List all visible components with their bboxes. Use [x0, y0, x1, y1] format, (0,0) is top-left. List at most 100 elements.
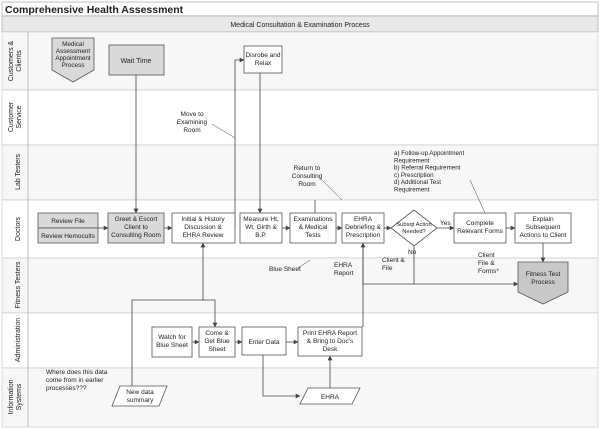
text-line: Consulting — [292, 173, 323, 180]
edge-label-move — [211, 123, 236, 139]
lane-label-customers: Customers &Clients — [8, 40, 23, 81]
text-line: Get Blue — [204, 338, 230, 345]
text-line: Print EHRA Report — [303, 330, 357, 337]
text-line: Return to — [294, 165, 321, 172]
text-line: Service — [16, 105, 23, 128]
text-line: Subsequent — [526, 224, 561, 231]
wait-time-box — [108, 44, 165, 76]
text-line: Requirement — [394, 187, 430, 194]
text-line: Requirement — [394, 157, 430, 164]
text-line: Tests — [305, 232, 321, 239]
text-line: come from in earlier — [46, 377, 104, 384]
lane-customers — [1, 31, 599, 91]
new-data-summary-shape — [111, 385, 168, 407]
text-line: b) Referral Requirement — [394, 165, 461, 172]
explain-actions-box — [514, 212, 572, 244]
lane-label-administration: Administration — [15, 318, 22, 362]
ehra-debriefing-box — [341, 212, 385, 244]
text-line: File & — [478, 260, 495, 267]
text-line: Lab Testers — [15, 153, 22, 190]
edge-summary-to-initial — [131, 242, 206, 386]
text-line: EHRA — [334, 262, 353, 269]
print-ehra-box — [297, 326, 363, 357]
text-line: Needed? — [402, 229, 426, 235]
text-line: Fitness Testers — [15, 261, 22, 308]
text-line: Clients — [16, 50, 23, 72]
text-line: Review File — [51, 218, 85, 225]
text-line: EHRA Review — [183, 232, 224, 239]
text-line: No — [408, 249, 417, 256]
ehra-data-shape — [299, 387, 361, 405]
text-line: Come & — [205, 330, 229, 337]
text-line: Debriefing & — [345, 224, 381, 231]
ehra-data-label: EHRA — [321, 394, 340, 401]
text-line: Greet & Escort — [115, 216, 158, 223]
text-line: Yes — [440, 220, 451, 227]
text-line: Appointment — [55, 55, 91, 62]
text-line: Consulting Room — [111, 232, 161, 239]
text-line: Where does this data — [46, 369, 108, 376]
examinations-box — [289, 212, 337, 244]
text-line: Wait Time — [121, 58, 152, 65]
lane-lab-testers — [1, 144, 599, 201]
text-line: & Medical — [299, 224, 328, 231]
text-line: Examinations — [293, 216, 333, 223]
lane-label-lab-testers: Lab Testers — [15, 153, 22, 190]
review-hemocults-box — [37, 227, 99, 244]
text-line: Fitness Test — [526, 271, 561, 278]
text-line: Actions to Client — [520, 232, 567, 239]
text-line: Disrobe and — [245, 52, 280, 59]
edge-initial-to-disrobe — [234, 57, 245, 228]
initial-history-box — [171, 212, 236, 244]
client-file-note: Client &File — [382, 257, 405, 272]
text-line: Desk — [323, 346, 339, 353]
lane-label-doctors: Doctors — [15, 216, 22, 241]
lane-label-info-systems: InformationSystems — [8, 379, 23, 414]
text-line: Measure Ht, — [243, 216, 279, 223]
text-line: Enter Data — [248, 339, 279, 346]
text-line: d) Additional Test — [394, 179, 441, 186]
text-line: Systems — [16, 383, 23, 410]
blue-sheet-note: Blue Sheet — [269, 266, 301, 273]
edge-label-return — [319, 177, 343, 201]
review-file-label: Review File — [51, 218, 85, 225]
text-line: Subsqt Action — [396, 222, 431, 228]
text-line: Review Hemocults — [41, 233, 96, 240]
text-line: Client — [478, 252, 495, 259]
edge-label-bluesheet — [297, 259, 311, 269]
text-line: File — [382, 265, 393, 272]
text-line: processes??? — [46, 385, 87, 392]
enter-data-label: Enter Data — [248, 339, 279, 346]
text-line: Process — [62, 62, 85, 69]
text-line: Complete — [466, 220, 494, 227]
text-line: Customers & — [8, 40, 15, 81]
text-line: Watch for — [158, 334, 186, 341]
text-line: Sheet — [209, 346, 226, 353]
edge-initial-to-come — [203, 299, 218, 328]
yes-label: Yes — [440, 220, 451, 227]
medical-assessment-offpage-shape — [51, 37, 95, 83]
text-line: Relevant Forms — [457, 228, 504, 235]
edge-label-followup — [469, 179, 486, 214]
lane-label-customer-service: CustomerService — [8, 101, 23, 132]
text-line: & Bring to Doc's — [307, 338, 354, 345]
lane-fitness-testers — [1, 257, 599, 314]
